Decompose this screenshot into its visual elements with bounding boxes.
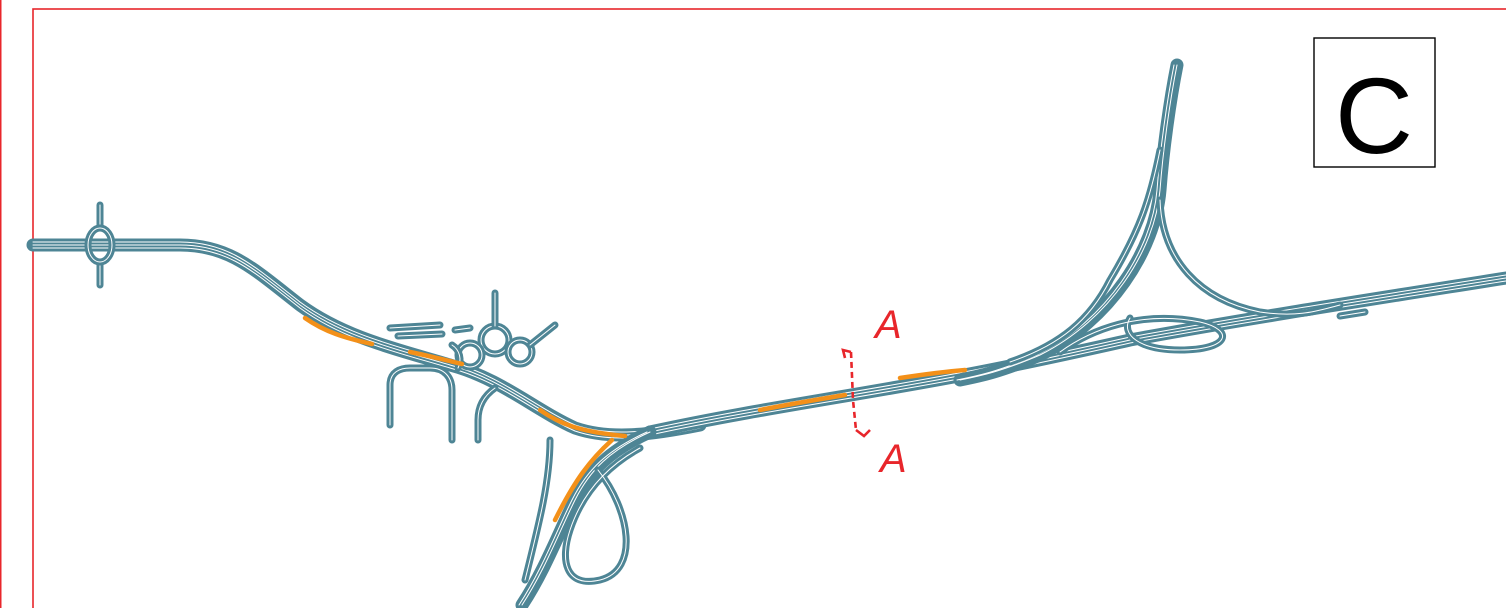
highlight-segment-1 xyxy=(302,315,375,347)
highlight-segment-6 xyxy=(897,367,968,381)
section-cut-a-a: A A xyxy=(841,303,907,481)
section-label-top: A xyxy=(873,303,902,347)
central-west-interchange xyxy=(386,289,559,444)
section-cut-tick-top xyxy=(841,348,852,359)
highlight-segment-4 xyxy=(552,437,615,523)
section-label-bottom: A xyxy=(878,437,907,481)
east-interchange xyxy=(953,58,1369,387)
drawing-frame xyxy=(32,8,1506,608)
mainline-west xyxy=(26,238,707,442)
highlight-segment-5 xyxy=(757,392,848,413)
highlight-segment-3 xyxy=(537,407,628,439)
sheet-letter: C xyxy=(1335,55,1413,176)
highlight-segment-2 xyxy=(407,349,465,367)
section-cut-tick-bottom xyxy=(855,428,871,438)
road-network xyxy=(26,58,1506,608)
sheet-letter-box: C xyxy=(1313,37,1436,176)
highlighted-segments xyxy=(302,315,968,523)
south-interchange xyxy=(515,425,657,608)
sheet-letter-frame xyxy=(1313,37,1436,168)
west-interchange xyxy=(84,201,116,289)
